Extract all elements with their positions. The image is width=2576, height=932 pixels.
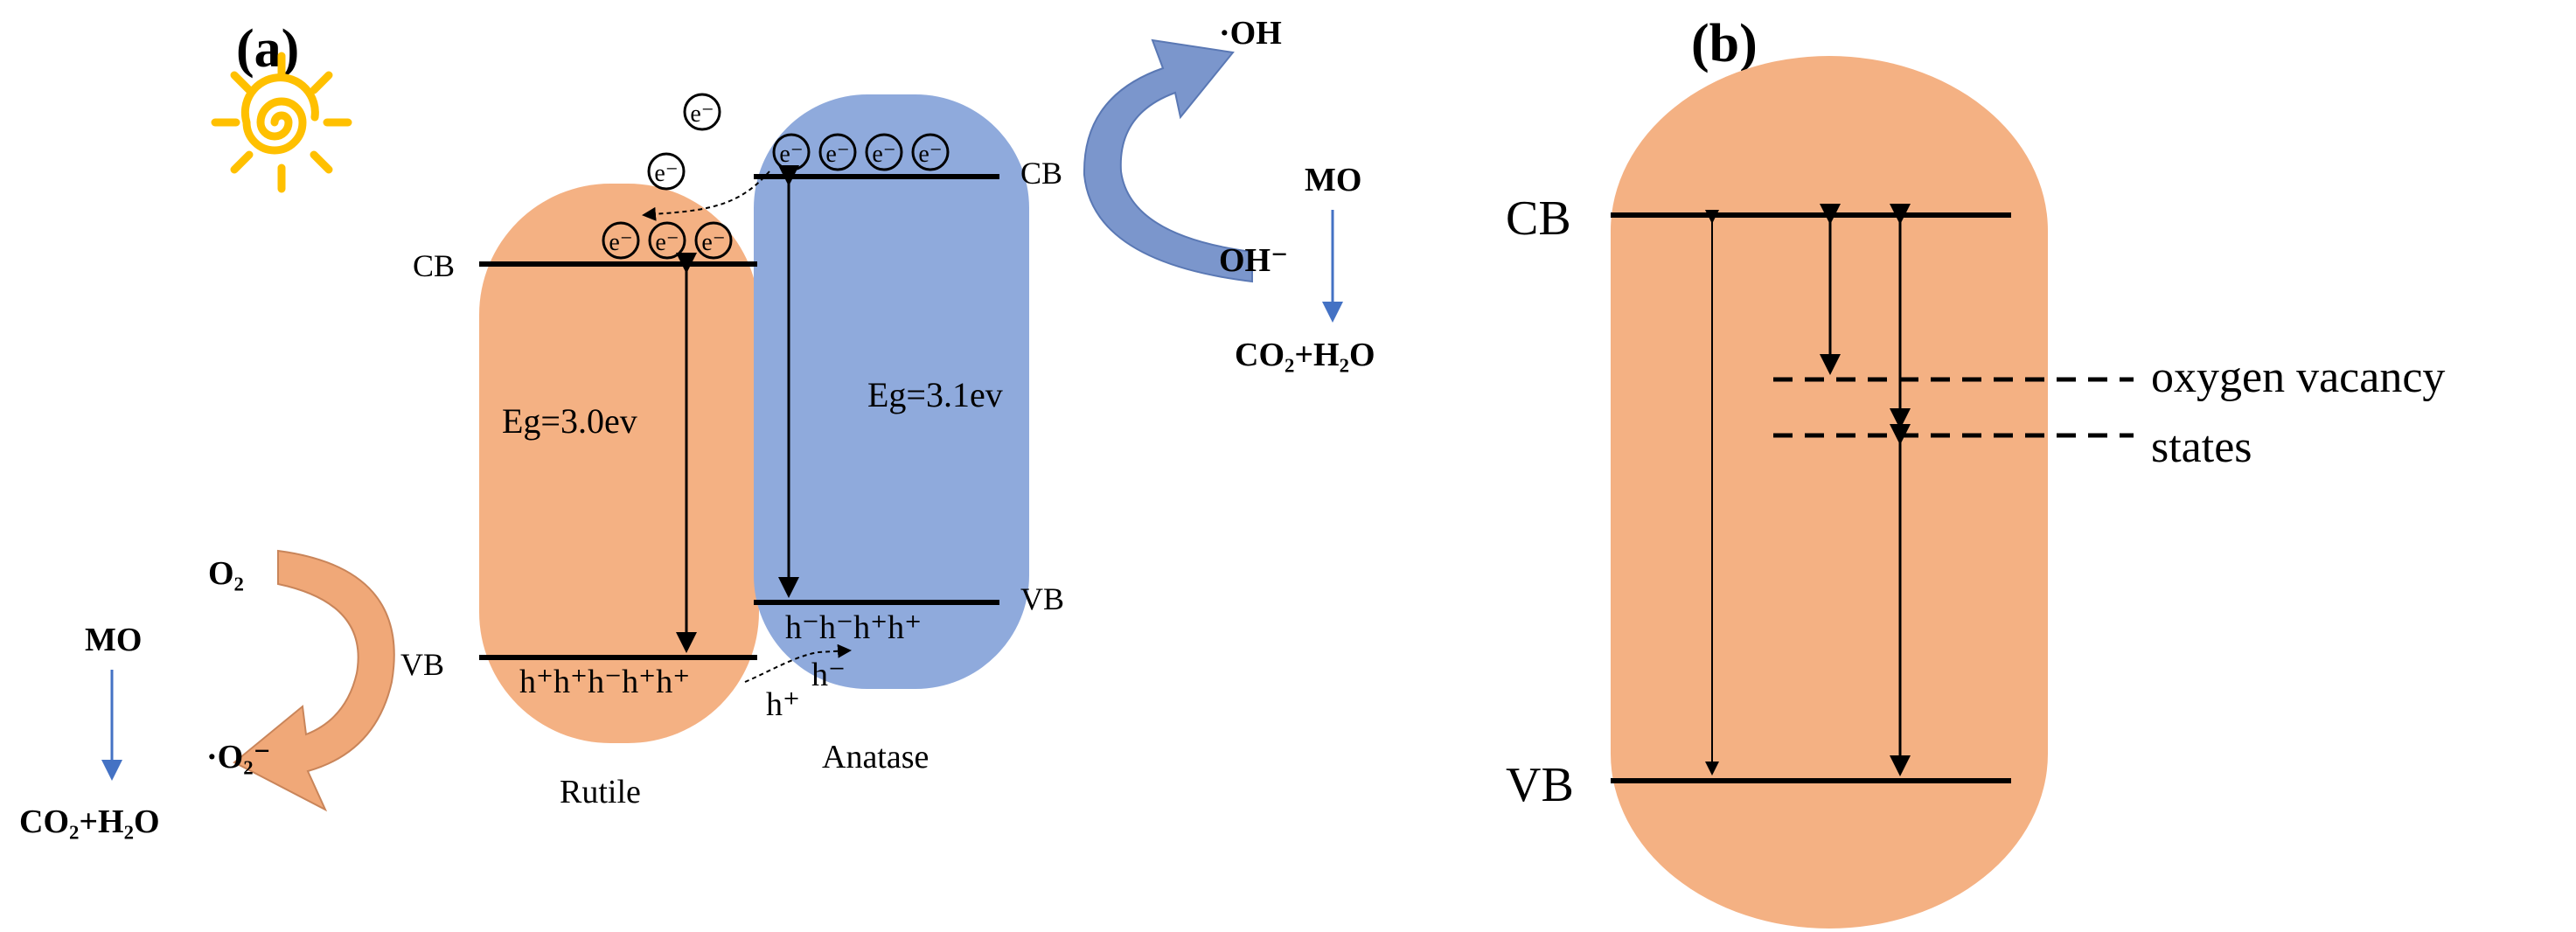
svg-text:e⁻: e⁻: [655, 229, 679, 256]
anatase-cb-label: CB: [1020, 156, 1062, 191]
rutile-label: Rutile: [560, 774, 641, 810]
transfer-hole: h⁺: [766, 686, 800, 723]
panel-b-label: (b): [1691, 14, 1758, 73]
transfer-electron: e⁻: [683, 93, 721, 131]
panel-b: (b) CB VB oxygen vacancy states: [1506, 14, 2445, 929]
transfer-hole: h⁻: [811, 657, 846, 693]
hydroxyl-radical-product: ·OH: [1219, 15, 1282, 52]
svg-text:e⁻: e⁻: [609, 229, 632, 256]
electron-transfer-arrow: [642, 170, 770, 221]
rutile-holes: h⁺h⁺h⁻h⁺h⁺: [519, 664, 690, 700]
hydroxide-reactant: OH⁻: [1219, 242, 1288, 279]
svg-text:e⁻: e⁻: [825, 141, 849, 168]
sun-icon: [211, 52, 352, 193]
anatase-bandgap-label: Eg=3.1ev: [867, 375, 1003, 414]
vacancy-label-states: states: [2151, 422, 2252, 472]
svg-text:e⁻: e⁻: [918, 141, 942, 168]
rutile-electron: e⁻: [648, 221, 686, 260]
anatase-electron: e⁻: [818, 133, 857, 171]
rutile-bandgap-label: Eg=3.0ev: [502, 401, 637, 441]
right-mo-label: MO: [1305, 162, 1361, 198]
band-body: [1611, 56, 2048, 929]
right-degradation-product: CO₂+H₂O: [1235, 337, 1375, 373]
anatase-vb-label: VB: [1020, 581, 1064, 616]
rutile-electron: e⁻: [602, 221, 640, 260]
anatase-label: Anatase: [822, 739, 929, 776]
oxygen-reactant: O₂: [208, 555, 244, 592]
hole-transfer-arrow: [744, 643, 852, 683]
svg-text:e⁻: e⁻: [872, 141, 895, 168]
left-mo-label: MO: [85, 622, 142, 658]
rutile-electron: e⁻: [694, 221, 733, 260]
panel-a: (a) CB VB CB VB: [19, 15, 1375, 840]
vacancy-label: oxygen vacancy: [2151, 352, 2445, 402]
rutile-cb-label: CB: [413, 248, 455, 283]
superoxide-arrow: [233, 549, 395, 812]
transfer-electron: e⁻: [647, 152, 686, 191]
vb-label: VB: [1506, 758, 1574, 812]
cb-label: CB: [1506, 191, 1571, 246]
anatase-electron: e⁻: [865, 133, 903, 171]
anatase-holes: h⁻h⁻h⁺h⁺: [785, 609, 922, 646]
svg-text:e⁻: e⁻: [654, 160, 678, 187]
hydroxyl-arrow: [1083, 38, 1253, 283]
anatase-band: [754, 94, 1029, 689]
anatase-electron: e⁻: [772, 133, 811, 171]
svg-text:e⁻: e⁻: [690, 101, 714, 128]
superoxide-product: ·O₂⁻: [206, 739, 271, 776]
left-degradation-product: CO₂+H₂O: [19, 803, 160, 840]
svg-text:e⁻: e⁻: [701, 229, 725, 256]
rutile-vb-label: VB: [400, 647, 444, 682]
panel-a-label: (a): [236, 19, 299, 79]
anatase-electron: e⁻: [911, 133, 950, 171]
svg-text:e⁻: e⁻: [779, 141, 803, 168]
